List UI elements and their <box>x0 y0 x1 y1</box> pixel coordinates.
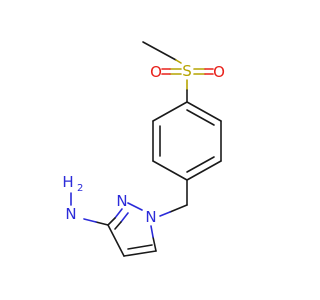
bond-c4-c5-inner <box>127 244 153 250</box>
atom-nitrogen-n1: N <box>145 208 156 226</box>
ring-inner-2 <box>186 156 215 173</box>
ring-bond-3 <box>186 160 222 181</box>
bond-n2-c3-a <box>114 208 123 219</box>
bond-ch2-n1-n-end <box>159 211 171 217</box>
bond-methyl-s-s-end <box>175 59 182 64</box>
bond-ch2-n1 <box>169 204 188 213</box>
bond-c4-c5 <box>123 250 157 257</box>
bond-c3-c4 <box>107 224 125 257</box>
ring-bond-1 <box>186 101 222 122</box>
bond-n2-c3-d <box>114 221 122 230</box>
bond-c3-nh2-a <box>95 221 109 226</box>
atom-sulfur: S <box>182 62 192 80</box>
atom-amine-h: H <box>62 173 73 191</box>
atom-amine-h-count: 2 <box>77 183 83 194</box>
atom-oxygen-left: O <box>150 63 162 81</box>
atom-amine-nitrogen: N <box>65 205 76 223</box>
atom-nitrogen-n2: N <box>116 192 127 210</box>
bond-n2-c3-b <box>107 217 116 226</box>
ring-inner-1 <box>186 109 215 126</box>
ring-bond-6 <box>152 101 188 122</box>
structure-svg: S O O N N H 2 N <box>62 41 225 257</box>
atom-oxygen-right: O <box>213 63 225 81</box>
ring-bond-4 <box>152 160 188 181</box>
bond-c3-nh2-b <box>83 218 97 223</box>
bond-c5-n1-b <box>150 225 154 238</box>
bond-n1-n2 <box>127 202 143 211</box>
molecule-diagram: S O O N N H 2 N <box>62 41 225 257</box>
bond-n2-c3-c <box>120 212 129 223</box>
bond-methyl-s <box>142 41 177 61</box>
bond-c5-n1-a <box>152 236 157 252</box>
